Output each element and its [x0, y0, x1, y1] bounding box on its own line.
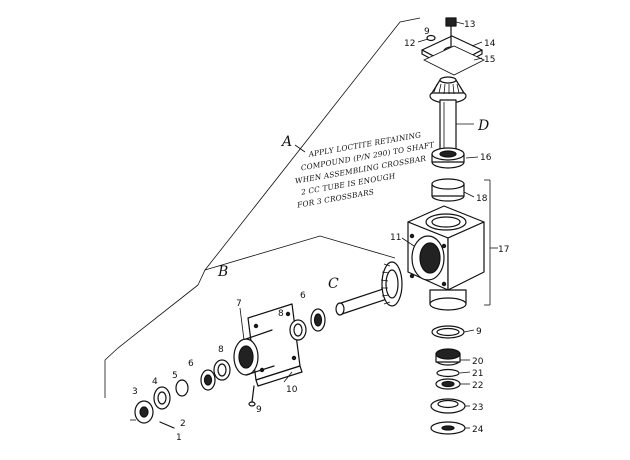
loctite-note: APPLY LOCTITE RETAINING COMPOUND (P/N 29…: [294, 130, 436, 210]
callout-6-right: 6: [300, 291, 306, 301]
callout-6: 6: [188, 359, 194, 369]
end-parts: [130, 379, 189, 429]
callout-24: 24: [472, 425, 484, 435]
callout-9-top: 9: [424, 27, 430, 37]
callout-9-bolt: 9: [256, 405, 262, 415]
top-cover-assembly: [421, 17, 485, 76]
lower-stack: [430, 325, 466, 435]
group-label-c: C: [328, 276, 339, 292]
group-label-a: A: [280, 134, 292, 150]
bearing-flange-assembly: [200, 303, 326, 407]
callout-16: 16: [480, 153, 492, 163]
callout-14: 14: [484, 39, 496, 49]
gearbox-housing: [407, 179, 491, 311]
callout-8: 8: [218, 345, 224, 355]
callout-11: 11: [390, 233, 401, 243]
callout-12: 12: [404, 39, 415, 49]
callout-4: 4: [152, 377, 158, 387]
group-label-d: D: [477, 118, 489, 134]
callout-20: 20: [472, 357, 484, 367]
callout-1: 1: [176, 433, 182, 443]
callout-2: 2: [180, 419, 186, 429]
spacer-tube-18: [431, 178, 465, 202]
crossbar-shaft-c: [335, 261, 403, 316]
group-leaders: [104, 17, 421, 398]
callout-9: 9: [476, 327, 482, 337]
callout-23: 23: [472, 403, 483, 413]
callout-15: 15: [484, 55, 495, 65]
callout-13: 13: [464, 20, 475, 30]
callout-10: 10: [286, 385, 298, 395]
callout-21: 21: [472, 369, 483, 379]
callout-8-right: 8: [278, 309, 284, 319]
callout-18: 18: [476, 194, 488, 204]
callout-leaders: [239, 21, 498, 429]
callout-17: 17: [498, 245, 509, 255]
bevel-pinion-shaft-d: [429, 76, 467, 151]
callout-3: 3: [132, 387, 138, 397]
group-label-b: B: [217, 264, 228, 280]
bearing-16: [431, 147, 465, 169]
callout-numbers: 13 12 9 14 15 16 18 17 11 9 20 21 22 23 …: [132, 20, 509, 443]
callout-22: 22: [472, 381, 483, 391]
callout-5: 5: [172, 371, 178, 381]
callout-7: 7: [236, 299, 242, 309]
